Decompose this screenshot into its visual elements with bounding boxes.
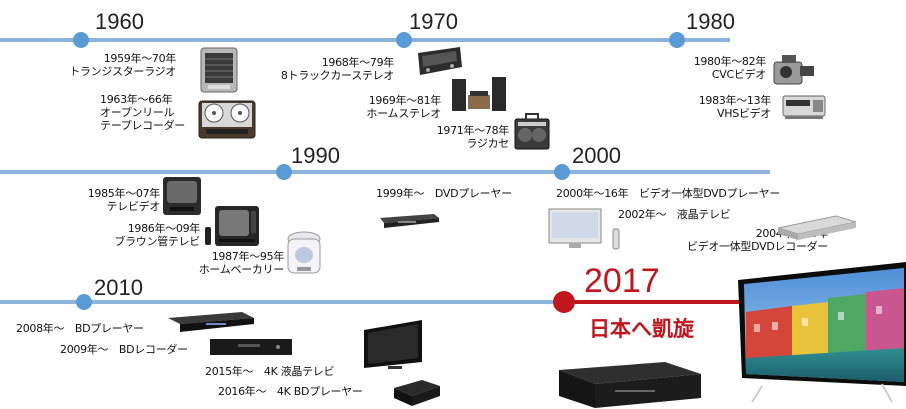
timeline-dot-2000 (554, 164, 570, 180)
bd-recorder-image (210, 339, 292, 355)
combo-dvd-player-image (548, 208, 602, 248)
crt-tv-image (215, 206, 259, 246)
timeline-row-1 (0, 38, 730, 42)
lcd-tv-remote-image (612, 228, 620, 250)
tv-video-image (163, 177, 201, 215)
radio-cassette-image (514, 113, 550, 150)
decade-label-2000: 2000 (572, 143, 621, 168)
label-tv-video: 1985年～07年テレビデオ (87, 187, 161, 213)
dvd-player-image (380, 214, 439, 228)
label-combo-dvd-player: 2000年～16年 ビデオ一体型DVDプレーヤー (556, 187, 781, 200)
label-transistor-radio: 1959年～70年トランジスターラジオ (69, 52, 176, 78)
4k-lcd-tv-image (364, 320, 422, 369)
highlight-caption: 日本へ凱旋 (589, 316, 694, 341)
remote-image (205, 227, 211, 245)
timeline-dot-2010 (76, 294, 92, 310)
timeline-row-2 (0, 170, 770, 174)
2017-recorder-image (559, 362, 701, 408)
label-radio-cassette: 1971年～78年ラジカセ (436, 124, 510, 150)
home-stereo-image (452, 77, 506, 111)
timeline-dot-1960 (73, 32, 89, 48)
transistor-radio-image (200, 47, 238, 93)
label-home-stereo: 1969年～81年ホームステレオ (366, 94, 441, 120)
cvc-video-image (773, 55, 814, 85)
home-bakery-image (287, 231, 321, 274)
decade-label-1960: 1960 (95, 9, 144, 34)
timeline-dot-1990 (276, 164, 292, 180)
highlight-year: 2017 (584, 262, 660, 300)
timeline-dot-1970 (396, 32, 412, 48)
2017-4k-tv-image (738, 262, 906, 403)
timeline-dot-1980 (669, 32, 685, 48)
label-dvd-player: 1999年～ DVDプレーヤー (376, 187, 512, 200)
decade-label-1990: 1990 (291, 143, 340, 168)
reel-recorder-image (198, 100, 256, 139)
bd-player-image (168, 312, 254, 332)
vhs-video-image (782, 95, 826, 119)
8track-stereo-image (418, 47, 462, 75)
label-4k-bd-player: 2016年～ 4K BDプレーヤー (218, 385, 363, 398)
label-4k-lcd-tv: 2015年～ 4K 液晶テレビ (205, 365, 335, 378)
label-bd-recorder: 2009年～ BDレコーダー (60, 343, 188, 356)
label-lcd-tv: 2002年～ 液晶テレビ (618, 208, 731, 221)
label-crt-tv: 1986年～09年ブラウン管テレビ (114, 222, 200, 248)
decade-label-1970: 1970 (409, 9, 458, 34)
timeline-row-3-highlight (562, 300, 762, 304)
decade-label-1980: 1980 (686, 9, 735, 34)
timeline-row-3 (0, 300, 562, 304)
label-reel-recorder: 1963年～66年オープンリールテープレコーダー (100, 93, 185, 132)
label-home-bakery: 1987年～95年ホームベーカリー (198, 250, 285, 276)
dvd-recorder-combo-image (777, 215, 857, 240)
4k-bd-player-image (394, 380, 440, 406)
label-bd-player: 2008年～ BDプレーヤー (16, 322, 144, 335)
decade-label-2010: 2010 (94, 275, 143, 300)
timeline-dot-2017 (553, 291, 575, 313)
